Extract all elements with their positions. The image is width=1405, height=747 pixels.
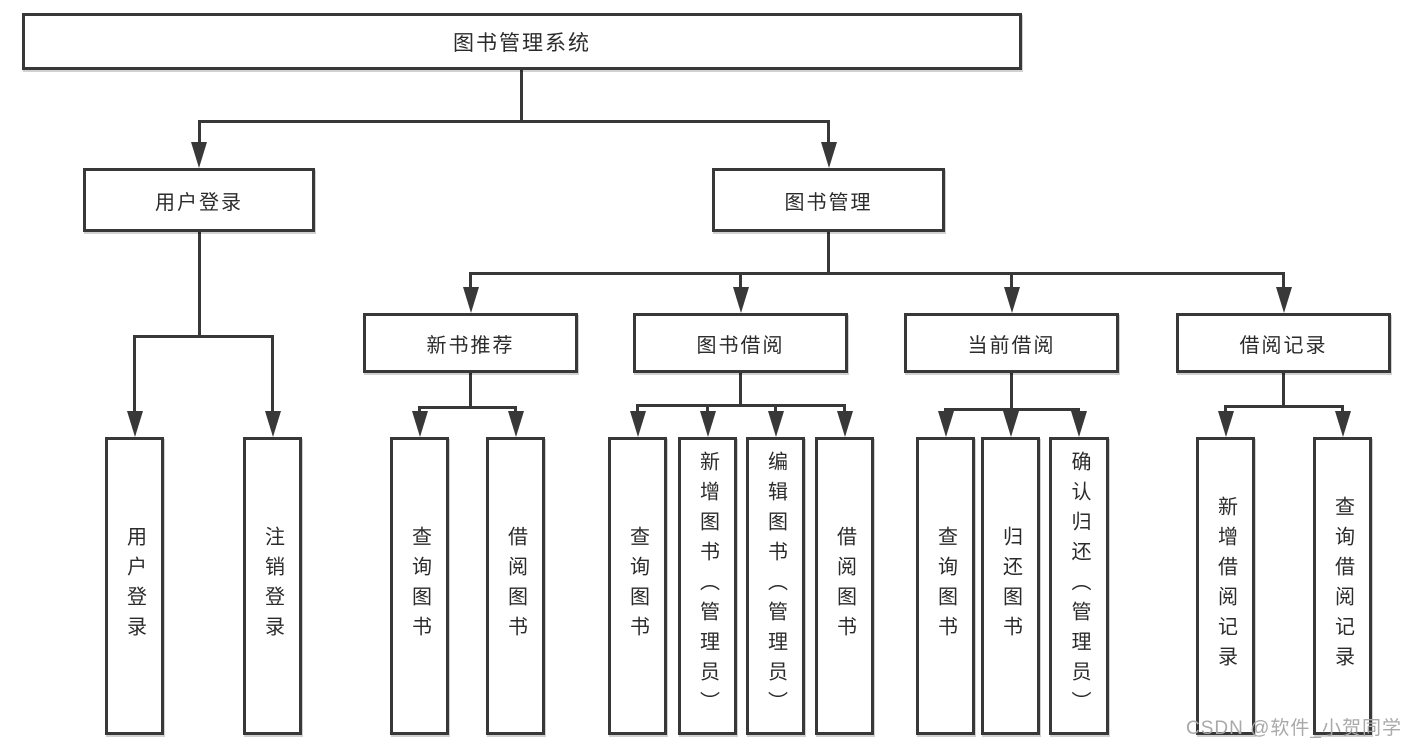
node-new-book-recommendation: 新书推荐	[363, 313, 578, 373]
connector-line-vertical	[514, 406, 517, 414]
node-borrow-books-recommend-leaf: 借阅图书	[486, 437, 545, 735]
connector-line-vertical	[843, 404, 846, 414]
node-book-borrowing: 图书借阅	[633, 313, 848, 373]
node-label: 图书管理	[784, 191, 873, 214]
node-label: 查询借阅记录	[1331, 496, 1354, 676]
connector-line-vertical	[706, 404, 709, 414]
node-label: 注销登录	[261, 526, 284, 646]
node-label: 查询图书	[626, 526, 649, 646]
node-label: 新增图书（管理员）	[696, 451, 719, 721]
arrowhead-down-icon	[629, 411, 646, 437]
connector-line-vertical	[827, 232, 830, 275]
node-label: 编辑图书（管理员）	[764, 451, 787, 721]
node-label: 查询图书	[408, 526, 431, 646]
connector-line-horizontal	[133, 335, 274, 338]
connector-line-vertical	[1282, 373, 1285, 408]
connector-line-horizontal	[418, 406, 517, 409]
arrowhead-down-icon	[507, 411, 524, 437]
arrowhead-down-icon	[1070, 411, 1087, 437]
node-label: 确认归还（管理员）	[1068, 451, 1090, 721]
node-borrowing-records: 借阅记录	[1176, 313, 1391, 373]
arrowhead-down-icon	[126, 411, 143, 437]
node-label: 新增借阅记录	[1214, 496, 1237, 676]
connector-line-vertical	[1010, 373, 1013, 411]
node-return-books-leaf: 归还图书	[981, 437, 1040, 735]
arrowhead-down-icon	[411, 411, 428, 437]
node-label: 新书推荐	[426, 334, 515, 357]
connector-line-vertical	[197, 120, 201, 145]
node-label: 查询图书	[934, 526, 957, 646]
node-label: 用户登录	[123, 526, 146, 646]
node-add-books-admin-leaf: 新增图书（管理员）	[678, 437, 737, 735]
arrowhead-down-icon	[699, 411, 716, 437]
arrowhead-down-icon	[732, 287, 749, 313]
arrowhead-down-icon	[1334, 411, 1351, 437]
node-query-books-current-leaf: 查询图书	[916, 437, 975, 735]
connector-line-vertical	[1010, 272, 1013, 290]
arrowhead-down-icon	[1003, 287, 1020, 313]
node-borrow-books-borrowing-leaf: 借阅图书	[815, 437, 874, 735]
connector-line-horizontal	[1224, 405, 1344, 408]
node-confirm-return-admin-leaf: 确认归还（管理员）	[1049, 437, 1109, 735]
connector-line-vertical	[271, 335, 274, 414]
arrowhead-down-icon	[191, 142, 207, 168]
node-logout-login-leaf: 注销登录	[243, 437, 302, 735]
connector-line-vertical	[1341, 405, 1344, 414]
connector-line-vertical	[739, 373, 742, 407]
arrowhead-down-icon	[1275, 287, 1292, 313]
connector-line-vertical	[197, 232, 201, 338]
arrowhead-down-icon	[937, 411, 954, 437]
node-label: 用户登录	[155, 191, 243, 214]
arrowhead-down-icon	[1217, 411, 1234, 437]
node-label: 图书借阅	[696, 334, 785, 357]
arrowhead-down-icon	[820, 142, 837, 168]
node-user-login-leaf: 用户登录	[105, 437, 164, 735]
connector-line-horizontal	[636, 404, 846, 407]
node-label: 借阅图书	[833, 526, 856, 646]
node-label: 图书管理系统	[453, 31, 591, 55]
node-query-books-recommend-leaf: 查询图书	[390, 437, 449, 735]
connector-line-horizontal	[197, 120, 830, 123]
node-label: 借阅记录	[1239, 334, 1328, 357]
connector-line-horizontal	[469, 272, 1285, 275]
node-book-management-branch: 图书管理	[712, 168, 945, 232]
connector-line-vertical	[133, 335, 136, 414]
connector-line-vertical	[520, 70, 523, 123]
node-library-management-system: 图书管理系统	[22, 13, 1022, 70]
connector-line-vertical	[469, 373, 472, 409]
arrowhead-down-icon	[1002, 411, 1019, 437]
connector-line-vertical	[827, 120, 830, 145]
arrowhead-down-icon	[767, 411, 784, 437]
arrowhead-down-icon	[264, 411, 281, 437]
node-current-borrowing: 当前借阅	[904, 313, 1119, 373]
connector-line-vertical	[1224, 405, 1227, 414]
node-query-borrow-record-leaf: 查询借阅记录	[1313, 437, 1372, 735]
arrowhead-down-icon	[836, 411, 853, 437]
csdn-watermark: CSDN @软件_小贺同学	[1186, 718, 1402, 739]
connector-line-vertical	[469, 272, 472, 290]
connector-line-vertical	[1282, 272, 1285, 290]
node-query-books-borrowing-leaf: 查询图书	[608, 437, 667, 735]
arrowhead-down-icon	[462, 287, 479, 313]
node-label: 当前借阅	[967, 334, 1056, 357]
node-add-borrow-record-leaf: 新增借阅记录	[1196, 437, 1255, 735]
connector-line-vertical	[739, 272, 742, 290]
connector-line-horizontal	[944, 408, 1080, 411]
connector-line-vertical	[418, 406, 421, 414]
node-edit-books-admin-leaf: 编辑图书（管理员）	[746, 437, 805, 735]
connector-line-vertical	[636, 404, 639, 414]
node-label: 借阅图书	[504, 526, 527, 646]
node-label: 归还图书	[999, 526, 1022, 646]
connector-line-vertical	[774, 404, 777, 414]
node-user-login-branch: 用户登录	[83, 168, 315, 232]
